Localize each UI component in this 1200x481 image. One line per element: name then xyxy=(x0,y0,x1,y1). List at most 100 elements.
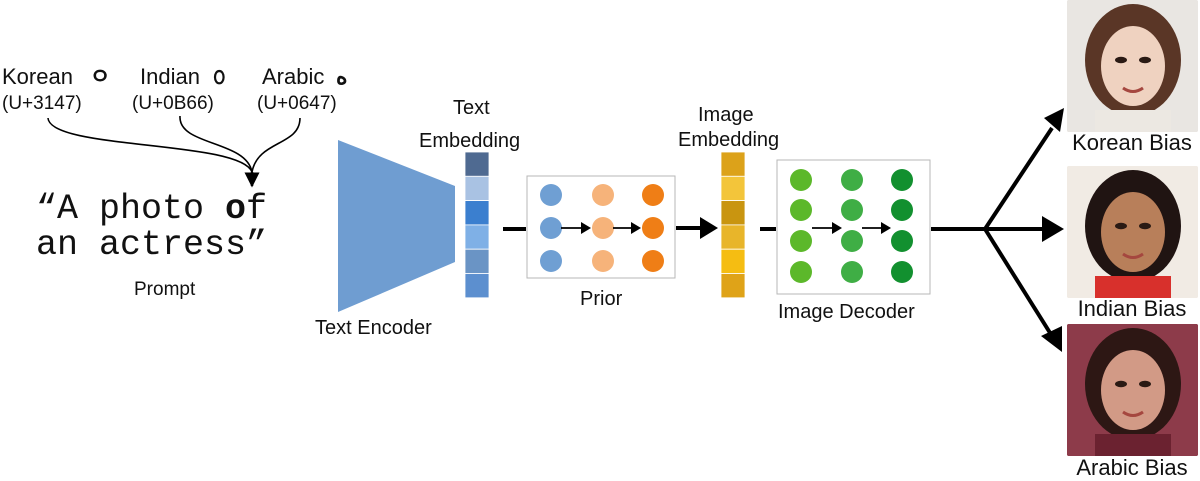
decoder-node-0-2 xyxy=(790,230,812,252)
text-embedding-cell-4 xyxy=(464,248,490,274)
decoder-node-0-0 xyxy=(790,169,812,191)
image-embedding-label-line-2: Embedding xyxy=(678,129,779,151)
prior-nodes xyxy=(540,184,664,272)
prompt-glyph: o xyxy=(225,189,246,229)
image-embedding-cell-5 xyxy=(720,273,746,299)
prior-flow-head-0 xyxy=(581,222,591,234)
portrait-face xyxy=(1101,350,1165,430)
portrait-clothing xyxy=(1095,110,1171,132)
script-code-arabic: (U+0647) xyxy=(257,93,337,114)
script-glyph-arabic: ه xyxy=(336,64,348,89)
decoder-node-1-0 xyxy=(841,169,863,191)
output-caption-indian: Indian Bias xyxy=(1077,296,1187,321)
portrait-eye-left xyxy=(1115,56,1127,64)
text-embedding-cell-1 xyxy=(464,175,490,202)
prior-node-0-0 xyxy=(540,184,562,206)
text-encoder-label: Text Encoder xyxy=(315,317,432,339)
prompt-line-1-start: “A photo xyxy=(36,189,225,229)
portrait-eye-right xyxy=(1139,380,1151,388)
output-arrows xyxy=(931,108,1064,352)
decoder-flow-head-0 xyxy=(832,222,842,234)
output-photo-korean xyxy=(1067,0,1198,132)
curve-arabic xyxy=(251,117,301,173)
portrait-clothing xyxy=(1095,434,1171,456)
image-embedding-vector xyxy=(720,151,746,299)
prompt-line-1-end: f xyxy=(246,189,267,229)
arrow-branch-korean xyxy=(983,126,1054,231)
script-example-arabic: Arabic ه (U+0647) xyxy=(257,64,348,114)
text-embedding-cell-0 xyxy=(464,151,490,177)
script-code-indian: (U+0B66) xyxy=(132,93,214,114)
text-embedding-label-line-2: Embedding xyxy=(419,130,520,152)
curve-indian xyxy=(179,115,253,173)
decoder-flow-head-1 xyxy=(881,222,891,234)
portrait-mouth xyxy=(1122,252,1144,259)
image-embedding-cell-3 xyxy=(720,224,746,250)
script-glyph-korean: ㅇ xyxy=(90,64,110,89)
portrait-clothing xyxy=(1095,276,1171,298)
image-decoder-nodes xyxy=(790,169,913,283)
curve-korean xyxy=(47,117,253,173)
prompt-line-1: “A photo of xyxy=(36,189,267,229)
prior-node-2-2 xyxy=(642,250,664,272)
prior-node-0-1 xyxy=(540,217,562,239)
decoder-node-2-2 xyxy=(891,230,913,252)
text-encoder-shape xyxy=(338,140,455,312)
decoder-node-2-3 xyxy=(891,261,913,283)
script-example-indian: Indian ௦ (U+0B66) xyxy=(132,64,226,114)
script-glyph-indian: ௦ xyxy=(213,64,226,89)
prior-node-1-2 xyxy=(592,250,614,272)
decoder-node-2-1 xyxy=(891,199,913,221)
prompt-label: Prompt xyxy=(134,279,196,300)
decoder-node-1-2 xyxy=(841,230,863,252)
text-embedding-cell-3 xyxy=(464,224,490,250)
image-embedding-cell-4 xyxy=(720,248,746,274)
portrait-mouth xyxy=(1122,86,1144,93)
output-caption-arabic: Arabic Bias xyxy=(1076,455,1188,480)
image-embedding-label-line-1: Image xyxy=(698,104,754,126)
script-name-indian: Indian xyxy=(140,64,200,89)
prompt-line-2: an actress” xyxy=(36,225,267,265)
portrait-art xyxy=(1067,0,1198,132)
prompt: “A photo of an actress” Prompt xyxy=(36,189,267,300)
prior-node-1-0 xyxy=(592,184,614,206)
arrow-head-prior xyxy=(700,217,718,239)
script-code-korean: (U+3147) xyxy=(2,93,82,114)
arrow-head-indian xyxy=(1042,216,1064,242)
portrait-mouth xyxy=(1122,410,1144,417)
script-name-arabic: Arabic xyxy=(262,64,324,89)
image-embedding-cell-1 xyxy=(720,175,746,202)
arrow-head-arabic xyxy=(1041,326,1062,352)
portrait-eye-right xyxy=(1139,222,1151,230)
decoder-node-1-1 xyxy=(841,199,863,221)
text-embedding-vector xyxy=(464,151,490,299)
arrow-branch-arabic xyxy=(983,227,1054,338)
prior-node-1-1 xyxy=(592,217,614,239)
image-decoder-label: Image Decoder xyxy=(778,301,915,323)
text-embedding-cell-2 xyxy=(464,200,490,226)
text-embedding-cell-5 xyxy=(464,273,490,299)
decoder-node-1-3 xyxy=(841,261,863,283)
portrait-face xyxy=(1101,26,1165,106)
script-name-korean: Korean xyxy=(2,64,73,89)
prior-node-2-1 xyxy=(642,217,664,239)
prior-node-2-0 xyxy=(642,184,664,206)
portrait-art xyxy=(1067,324,1198,456)
output-photo-arabic xyxy=(1067,324,1198,456)
converging-curves xyxy=(47,115,301,188)
portrait-art xyxy=(1067,166,1198,298)
text-embedding-label-line-1: Text xyxy=(453,97,490,119)
output-caption-korean: Korean Bias xyxy=(1072,130,1192,155)
decoder-node-2-0 xyxy=(891,169,913,191)
arrow-head-korean xyxy=(1044,108,1064,132)
portrait-face xyxy=(1101,192,1165,272)
decoder-node-0-3 xyxy=(790,261,812,283)
portrait-eye-right xyxy=(1139,56,1151,64)
decoder-node-0-1 xyxy=(790,199,812,221)
prior-node-0-2 xyxy=(540,250,562,272)
image-embedding-cell-0 xyxy=(720,151,746,177)
portrait-eye-left xyxy=(1115,222,1127,230)
script-example-korean: Korean ㅇ (U+3147) xyxy=(2,64,110,114)
prior-flow-head-1 xyxy=(631,222,641,234)
